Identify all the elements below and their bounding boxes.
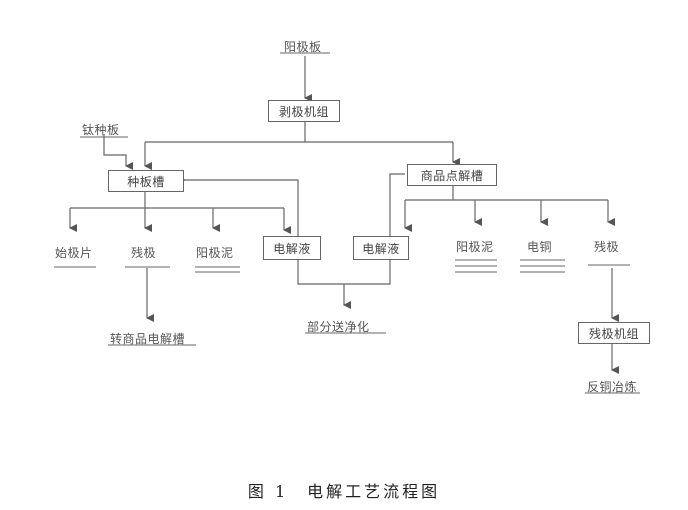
anode-slime-1-label: 阳极泥 xyxy=(196,246,234,260)
seed-tank-box: 种板槽 xyxy=(108,170,184,192)
stripping-unit-box: 剥极机组 xyxy=(268,100,340,122)
scrap-anode-unit-box: 残极机组 xyxy=(578,322,650,344)
commercial-tank-box: 商品点解槽 xyxy=(407,164,497,186)
anode-slime-2-label: 阳极泥 xyxy=(456,240,494,254)
scrap-anode-1-label: 残极 xyxy=(131,246,157,260)
arrow-return-seed xyxy=(178,176,299,236)
starter-sheet-label: 始极片 xyxy=(55,246,93,260)
return-smelting-label: 反铜冶炼 xyxy=(587,380,638,394)
figure-caption: 图 1 电解工艺流程图 xyxy=(247,482,441,501)
line-to-purification xyxy=(297,260,391,285)
to-commercial-tank-label: 转商品电解槽 xyxy=(110,332,186,346)
partial-purification-label: 部分送净化 xyxy=(307,320,370,334)
arrow-titanium-to-seed xyxy=(103,134,133,170)
titanium-plate-label: 钛种板 xyxy=(82,123,120,137)
scrap-anode-2-label: 残极 xyxy=(594,240,620,254)
cathode-copper-label: 电铜 xyxy=(527,240,553,254)
line-return-commercial xyxy=(389,173,405,236)
electrolyte-2-box: 电解液 xyxy=(353,236,409,260)
electrolyte-1-box: 电解液 xyxy=(263,236,321,260)
anode-plate-label: 阳极板 xyxy=(284,40,322,54)
